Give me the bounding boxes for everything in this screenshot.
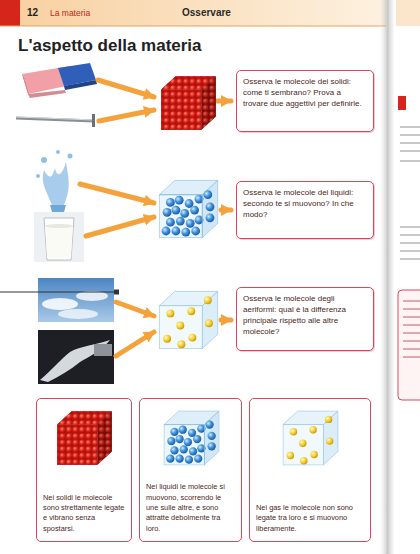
eraser-photo <box>22 63 97 98</box>
milk-glass-photo <box>34 212 84 262</box>
header-band <box>0 0 386 26</box>
page-fold-shadow <box>378 0 394 554</box>
page-title: L'aspetto della materia <box>18 36 202 56</box>
fact-box: Nei solidi le molecole sono strettamente… <box>36 398 132 542</box>
fact-box: Nei gas le molecole non sono legate tra … <box>249 398 371 542</box>
gas-molecule-cube <box>279 407 341 469</box>
solid-molecule-cube <box>53 407 115 469</box>
fact-text: Nei liquidi le molecole si muovono, scor… <box>146 482 235 534</box>
question-box: Osserva le molecole dei solidi: come ti … <box>236 70 374 132</box>
question-text: Osserva le molecole dei solidi: come ti … <box>243 76 367 109</box>
header-tab <box>0 0 20 26</box>
leader-line <box>0 292 114 293</box>
sky-photo <box>38 278 114 322</box>
gas-molecule-cube <box>159 291 217 348</box>
fact-box: Nei liquidi le molecole si muovono, scor… <box>139 398 242 542</box>
fact-text: Nei gas le molecole non sono legate tra … <box>256 503 364 534</box>
fact-text: Nei solidi le molecole sono strettamente… <box>43 493 125 534</box>
nail-photo <box>16 114 95 127</box>
facing-text-lines <box>400 126 420 260</box>
question-text: Osserva le molecole degli aeriformi: qua… <box>243 293 367 337</box>
question-text: Osserva le molecole dei liquidi: secondo… <box>243 187 367 220</box>
facing-box <box>398 290 420 400</box>
liquid-molecule-cube <box>160 407 222 469</box>
question-box: Osserva le molecole degli aeriformi: qua… <box>236 287 374 351</box>
chapter-name: La materia <box>50 8 90 18</box>
water-splash-photo <box>36 150 73 212</box>
solid-molecule-cube <box>161 76 216 130</box>
facing-heading-mark <box>398 96 406 110</box>
page-number: 12 <box>27 7 38 18</box>
question-box: Osserva le molecole dei liquidi: secondo… <box>236 181 374 239</box>
liquid-molecule-cube <box>159 180 217 237</box>
section-name: Osservare <box>182 7 231 18</box>
steam-photo <box>38 330 114 384</box>
